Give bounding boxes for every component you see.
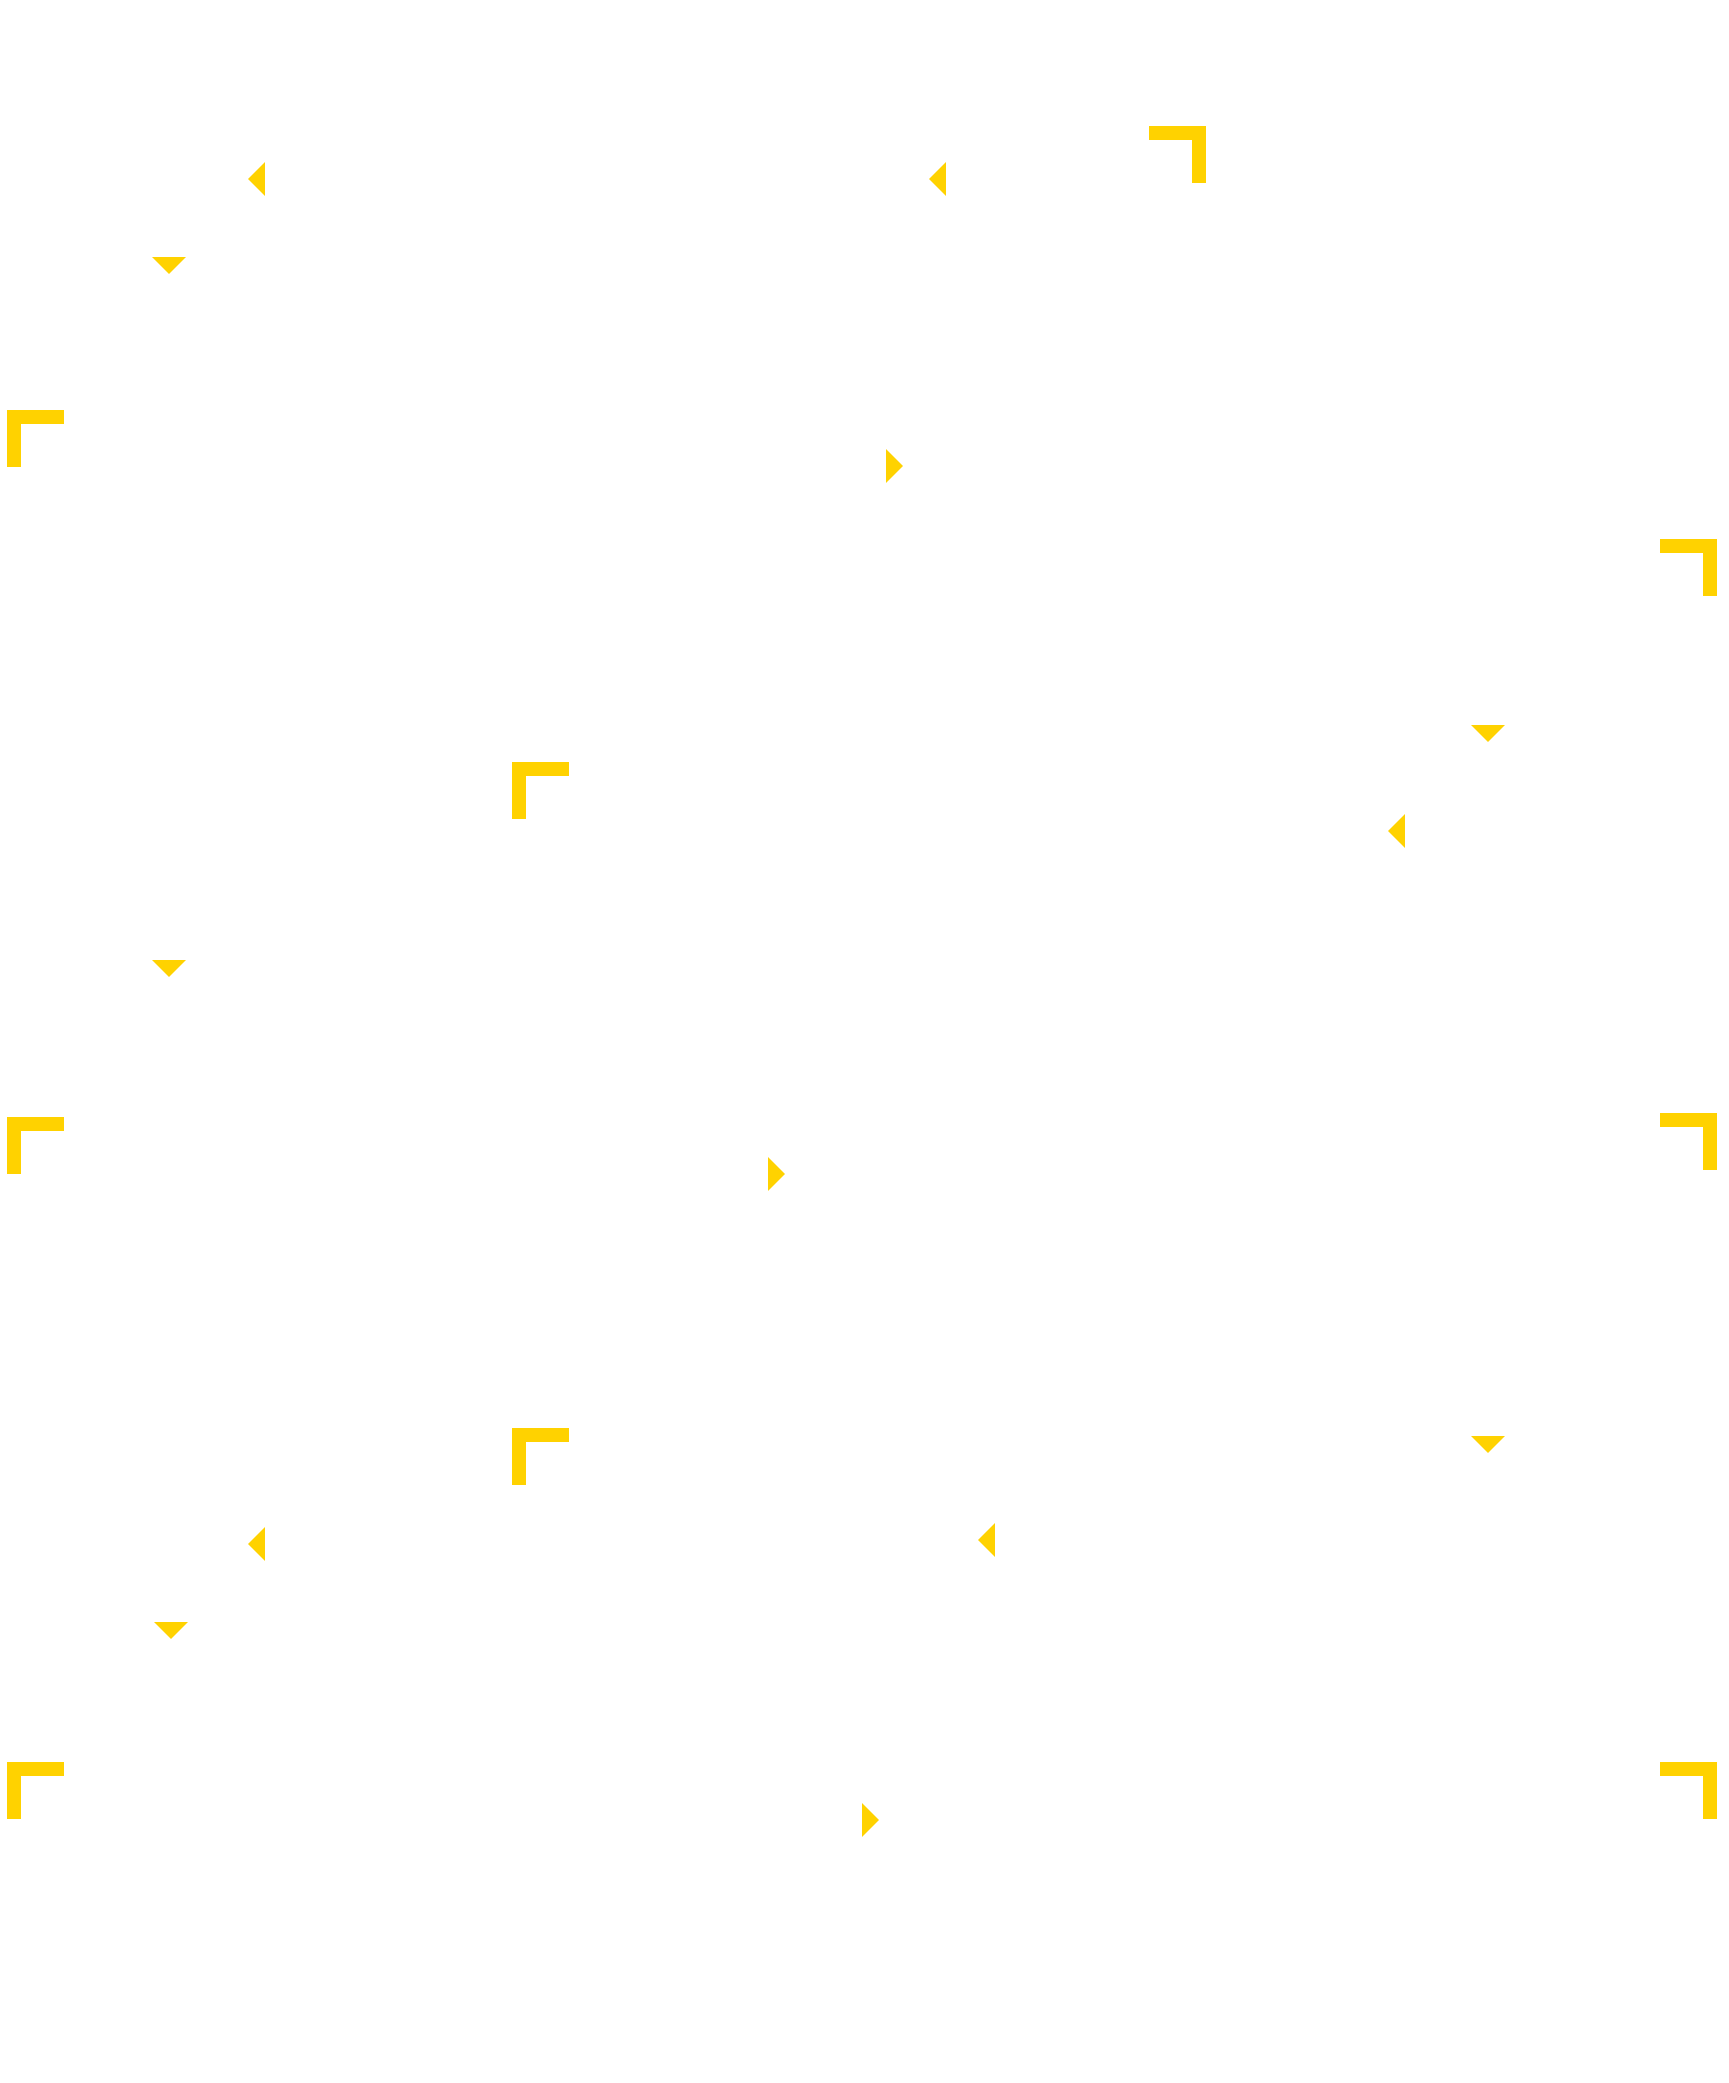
caret-right-icon <box>768 1157 785 1191</box>
caret-down-icon <box>1471 725 1505 742</box>
caret-down-icon <box>152 960 186 977</box>
caret-down-icon <box>152 257 186 274</box>
corner-bracket-top-left-icon <box>512 1428 569 1485</box>
corner-bracket-top-right-icon <box>1660 1762 1717 1819</box>
caret-left-icon <box>248 162 265 196</box>
caret-left-icon <box>248 1527 265 1561</box>
caret-down-icon <box>154 1622 188 1639</box>
corner-bracket-top-right-icon <box>1660 539 1717 596</box>
corner-bracket-top-right-icon <box>1660 1113 1717 1170</box>
caret-left-icon <box>929 162 946 196</box>
caret-left-icon <box>978 1523 995 1557</box>
caret-left-icon <box>1388 814 1405 848</box>
corner-bracket-top-left-icon <box>7 1762 64 1819</box>
corner-bracket-top-left-icon <box>512 762 569 819</box>
caret-down-icon <box>1471 1436 1505 1453</box>
corner-bracket-top-left-icon <box>7 410 64 467</box>
corner-bracket-top-left-icon <box>7 1117 64 1174</box>
caret-right-icon <box>886 449 903 483</box>
corner-bracket-top-right-icon <box>1149 126 1206 183</box>
caret-right-icon <box>862 1803 879 1837</box>
